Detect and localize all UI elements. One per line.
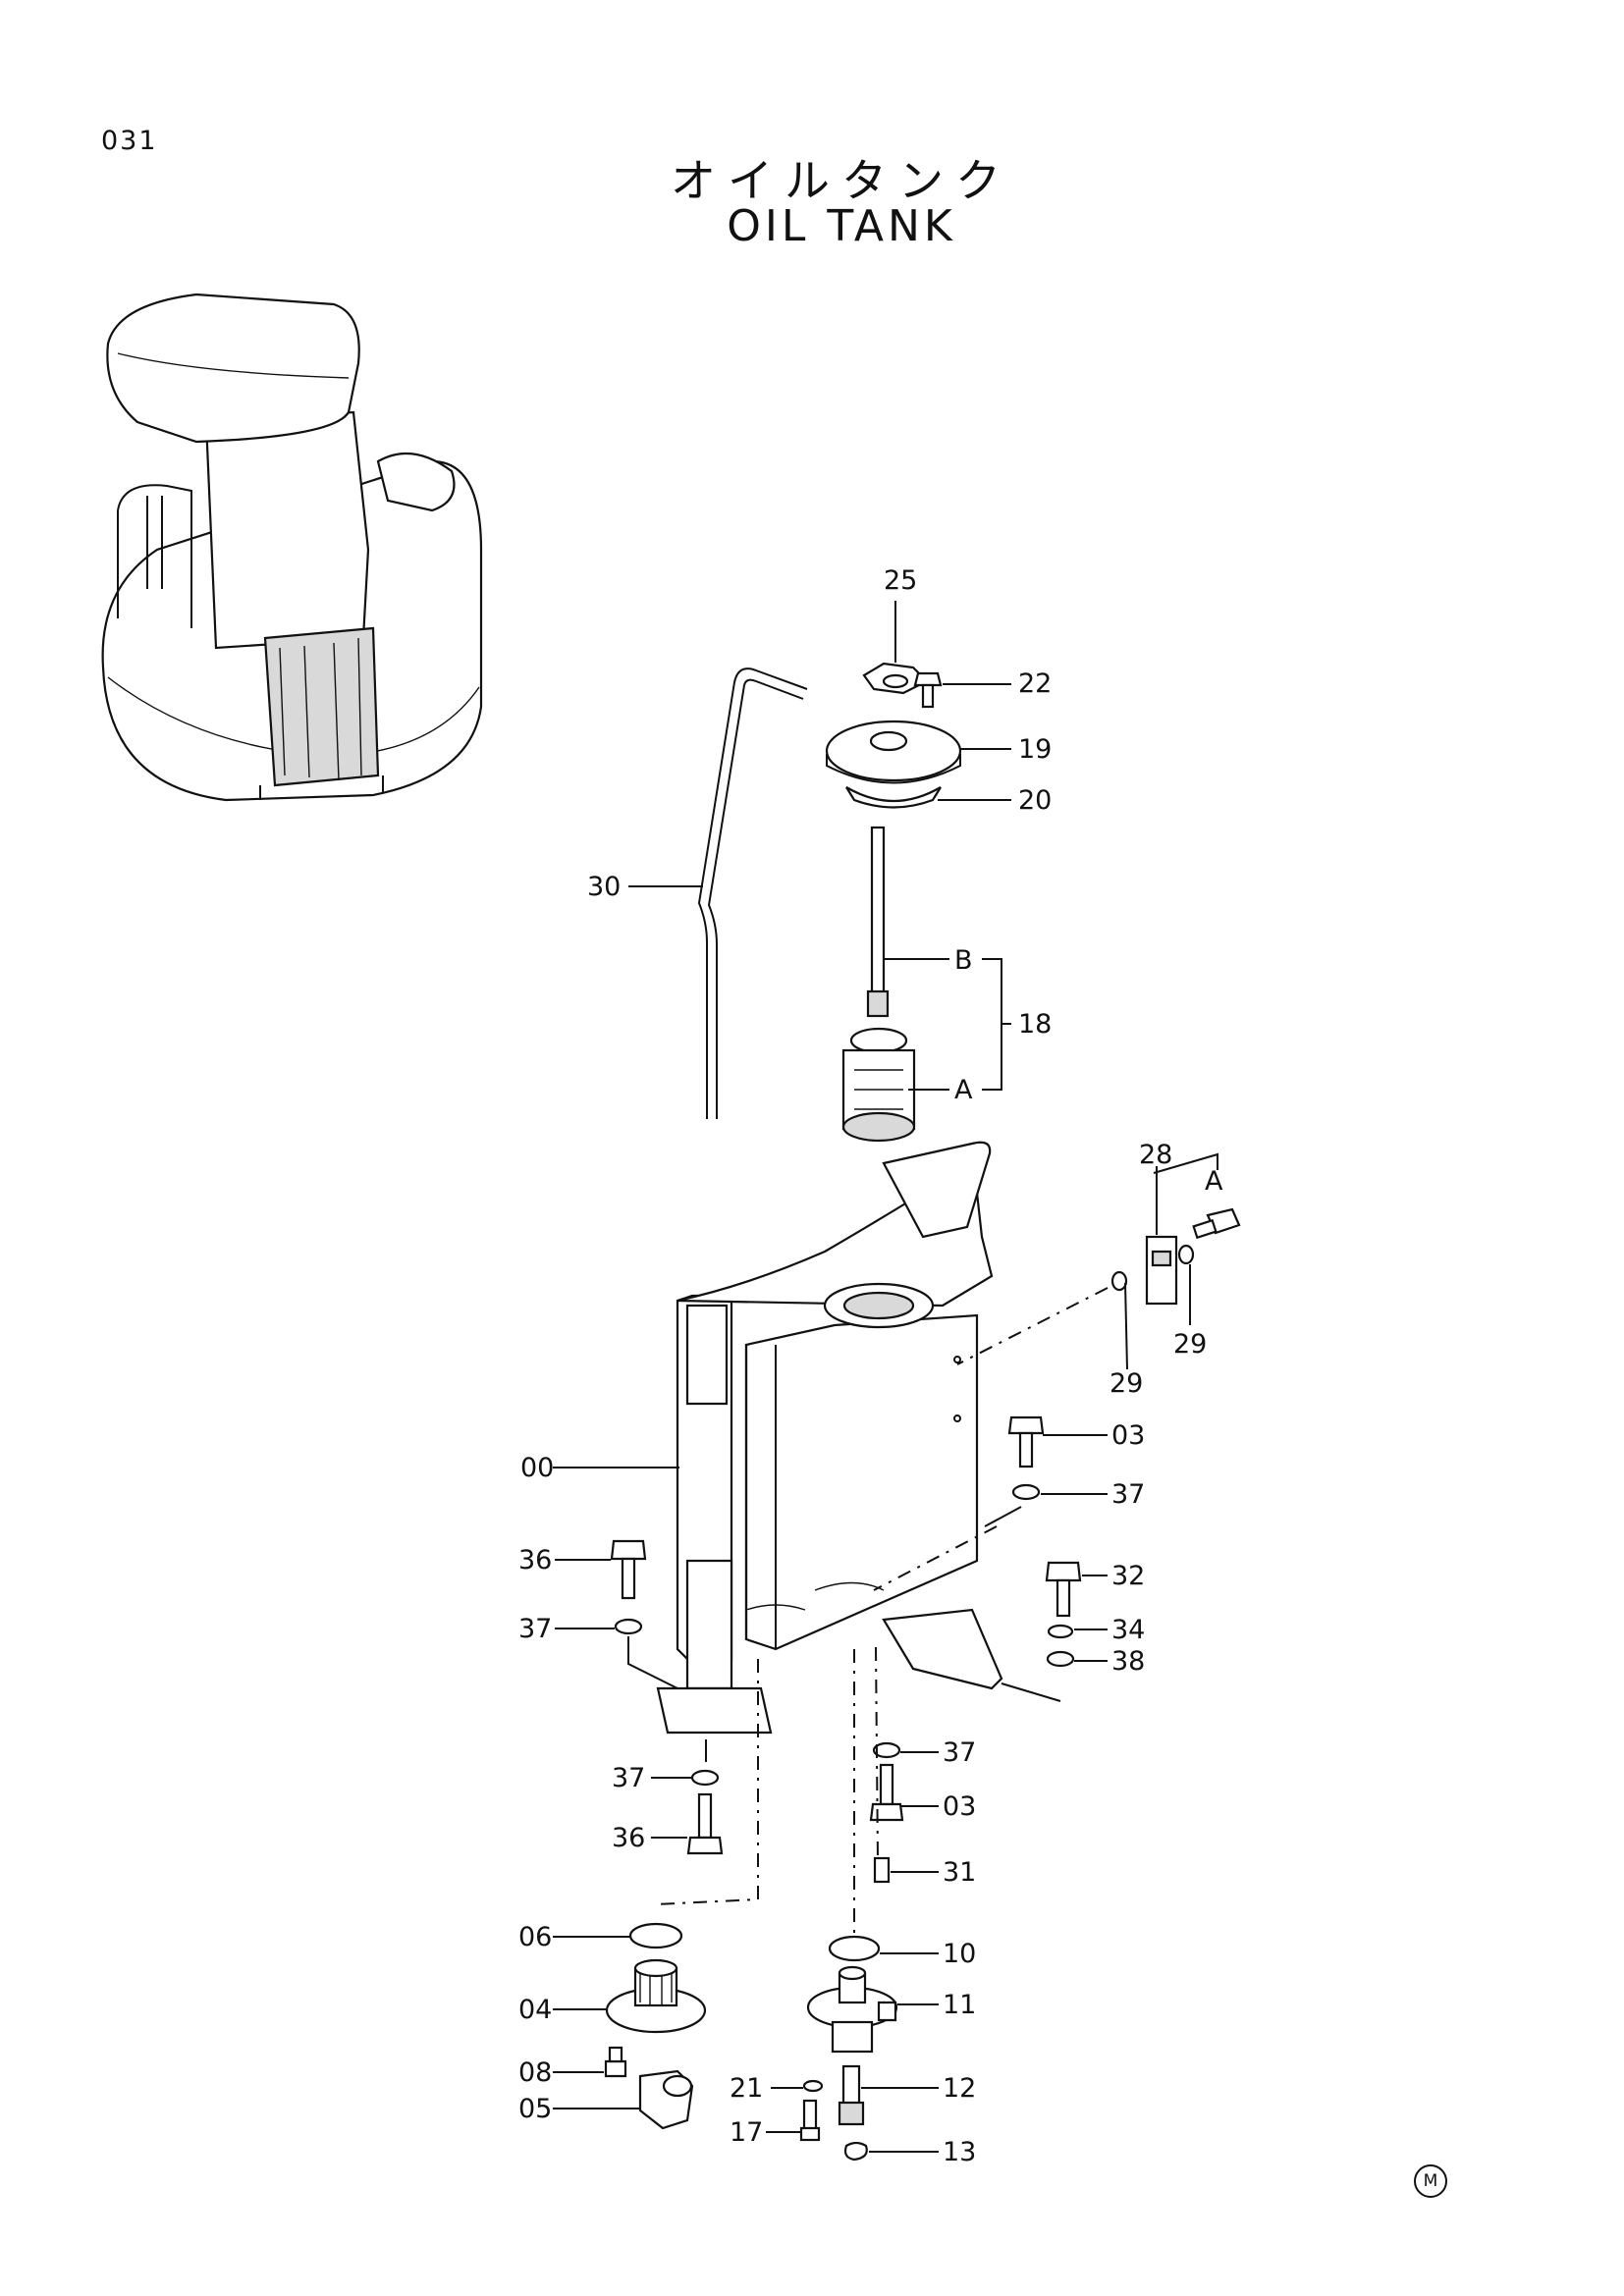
- label-04: 04: [518, 1995, 552, 2025]
- o-ring: [828, 1935, 881, 1962]
- label-37-left: 37: [518, 1614, 552, 1644]
- label-a: A: [954, 1075, 973, 1105]
- washer: [614, 1618, 643, 1635]
- suction-strainer: [605, 1958, 707, 2034]
- washer: [802, 2079, 824, 2093]
- label-06: 06: [518, 1922, 552, 1952]
- washer: [872, 1741, 901, 1759]
- bracket: [1145, 1235, 1178, 1306]
- bolt: [799, 2099, 821, 2142]
- machine-overview-illustration: [101, 293, 483, 802]
- label-03-upper: 03: [1111, 1420, 1145, 1451]
- label-20: 20: [1018, 785, 1052, 816]
- label-29-left: 29: [1110, 1368, 1143, 1399]
- tank-cover: [825, 720, 962, 782]
- label-22: 22: [1018, 668, 1052, 699]
- page-code: 031: [101, 126, 158, 156]
- label-05: 05: [518, 2094, 552, 2124]
- bolt: [869, 1763, 904, 1822]
- label-12: 12: [943, 2073, 976, 2104]
- label-21: 21: [730, 2073, 763, 2104]
- bolt: [1007, 1415, 1045, 1468]
- washer: [1110, 1270, 1128, 1292]
- spring-washer: [1047, 1624, 1074, 1639]
- washer: [690, 1769, 720, 1787]
- label-38: 38: [1111, 1646, 1145, 1677]
- bolt: [1045, 1561, 1082, 1618]
- label-37-lower-left: 37: [612, 1763, 645, 1793]
- label-18: 18: [1018, 1009, 1052, 1040]
- washer: [1046, 1650, 1075, 1668]
- label-19: 19: [1018, 734, 1052, 765]
- label-28: 28: [1139, 1140, 1172, 1170]
- bolt: [686, 1792, 724, 1855]
- washer: [1177, 1244, 1195, 1265]
- label-36-lower: 36: [612, 1823, 645, 1853]
- label-37-center: 37: [943, 1737, 976, 1768]
- label-a-detail: A: [1205, 1166, 1223, 1197]
- o-ring: [628, 1922, 683, 1949]
- label-36-upper: 36: [518, 1545, 552, 1575]
- bolt: [610, 1539, 647, 1600]
- label-00: 00: [520, 1453, 554, 1483]
- filter-element: [841, 1027, 916, 1143]
- label-b: B: [954, 945, 973, 976]
- plug: [873, 1856, 891, 1884]
- label-31: 31: [943, 1857, 976, 1888]
- title-english: OIL TANK: [727, 201, 956, 251]
- title-japanese: オイルタンク: [671, 154, 1012, 207]
- bolt: [913, 671, 943, 709]
- label-17: 17: [730, 2117, 763, 2148]
- label-32: 32: [1111, 1561, 1145, 1591]
- circled-m-mark: M: [1414, 2164, 1447, 2198]
- label-08: 08: [518, 2057, 552, 2088]
- label-10: 10: [943, 1939, 976, 1969]
- label-29-right: 29: [1173, 1329, 1207, 1360]
- label-03-lower: 03: [943, 1791, 976, 1822]
- oil-tank-body: [656, 1141, 1003, 1735]
- label-30: 30: [587, 872, 621, 902]
- breather-hose: [697, 667, 808, 1119]
- label-37-right: 37: [1111, 1479, 1145, 1510]
- label-25: 25: [884, 565, 917, 596]
- filter-rod: [870, 826, 886, 998]
- fitting: [838, 2064, 865, 2126]
- label-13: 13: [943, 2137, 976, 2167]
- washer: [1011, 1483, 1041, 1501]
- adapter: [806, 1965, 898, 2054]
- bolt: [604, 2046, 627, 2078]
- snap-ring: [843, 2141, 868, 2162]
- label-34: 34: [1111, 1615, 1145, 1645]
- label-11: 11: [943, 1990, 976, 2020]
- seal: [845, 786, 942, 809]
